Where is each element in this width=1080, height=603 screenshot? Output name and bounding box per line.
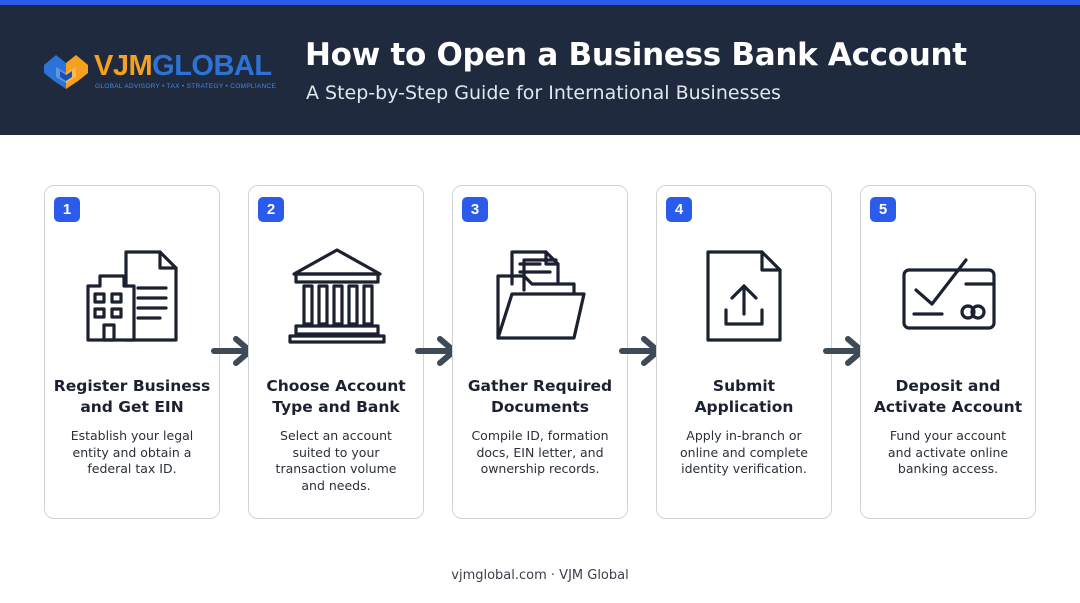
step-number-badge: 5	[870, 197, 896, 222]
page-title: How to Open a Business Bank Account	[305, 37, 967, 73]
folder-documents-icon	[496, 250, 586, 340]
step-title: Submit Application	[694, 377, 794, 416]
step-description: Apply in-branch or online and complete i…	[680, 428, 808, 476]
logo-wordmark: VJMGLOBAL	[94, 50, 272, 82]
step-description: Select an account suited to your transac…	[275, 428, 397, 493]
step-card-2: 2 Choose Account Type and Bank Select an…	[248, 185, 424, 519]
building-document-icon	[86, 250, 178, 342]
upload-document-icon	[706, 250, 782, 342]
top-accent-stripe	[0, 0, 1080, 5]
logo-tagline: GLOBAL ADVISORY • TAX • STRATEGY • COMPL…	[95, 83, 277, 90]
bank-icon	[288, 248, 386, 344]
logo-mark-icon	[44, 55, 88, 89]
step-card-1: 1 Register Business and Get EIN Establis…	[44, 185, 220, 519]
page-subtitle: A Step-by-Step Guide for International B…	[306, 82, 781, 104]
step-number-badge: 1	[54, 197, 80, 222]
step-title: Deposit and Activate Account	[873, 377, 1023, 416]
step-title: Gather Required Documents	[467, 377, 613, 416]
header-banner: VJMGLOBAL GLOBAL ADVISORY • TAX • STRATE…	[0, 5, 1080, 135]
step-number-badge: 2	[258, 197, 284, 222]
step-description: Fund your account and activate online ba…	[887, 428, 1009, 476]
step-description: Compile ID, formation docs, EIN letter, …	[471, 428, 609, 476]
step-description: Establish your legal entity and obtain a…	[70, 428, 194, 476]
step-card-4: 4 Submit Application Apply in-branch or …	[656, 185, 832, 519]
step-number-badge: 3	[462, 197, 488, 222]
step-card-5: 5 Deposit and Activate Account Fund your…	[860, 185, 1036, 519]
card-check-icon	[902, 258, 996, 330]
vjm-global-logo: VJMGLOBAL GLOBAL ADVISORY • TAX • STRATE…	[42, 49, 292, 99]
step-number-badge: 4	[666, 197, 692, 222]
step-title: Register Business and Get EIN	[53, 377, 211, 416]
step-card-3: 3 Gather Required Documents Compile ID, …	[452, 185, 628, 519]
footer-credit: vjmglobal.com · VJM Global	[451, 568, 629, 583]
step-title: Choose Account Type and Bank	[266, 377, 406, 416]
